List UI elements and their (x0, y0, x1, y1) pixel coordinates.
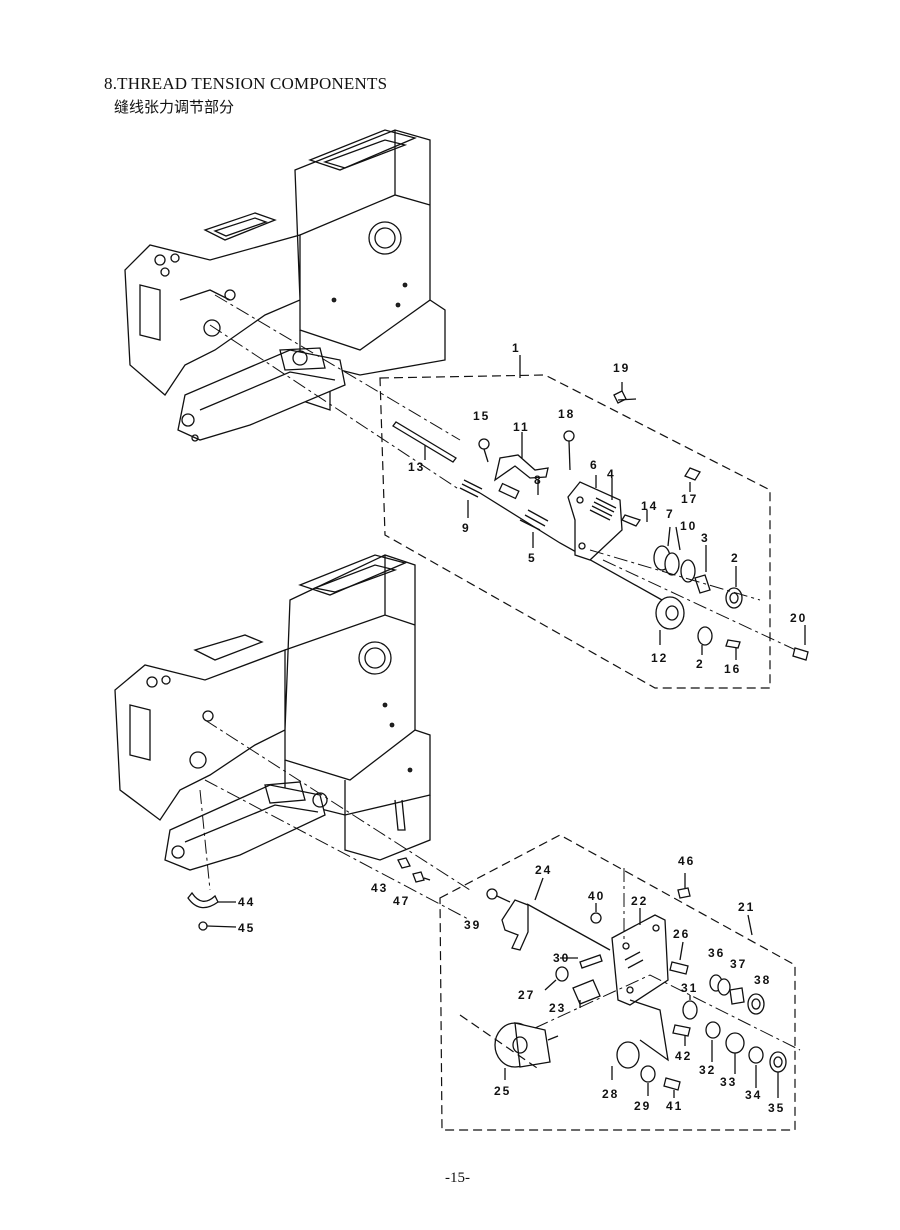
callout-15: 15 (473, 409, 490, 423)
callout-34: 34 (745, 1088, 762, 1102)
callout-41: 41 (666, 1099, 683, 1113)
callout-10: 10 (680, 519, 697, 533)
callout-27: 27 (518, 988, 535, 1002)
callout-labels: 1 19 15 18 11 13 6 4 8 17 14 7 10 9 3 5 … (238, 341, 807, 1115)
callout-11: 11 (513, 420, 530, 434)
callout-37: 37 (730, 957, 747, 971)
callout-39: 39 (464, 918, 481, 932)
callout-17: 17 (681, 492, 698, 506)
callout-3: 3 (701, 531, 710, 545)
callout-35: 35 (768, 1101, 785, 1115)
callout-25: 25 (494, 1084, 511, 1098)
callout-4: 4 (607, 467, 616, 481)
callout-46: 46 (678, 854, 695, 868)
section-title-english: 8.THREAD TENSION COMPONENTS (104, 74, 388, 93)
callout-21: 21 (738, 900, 755, 914)
lower-bracket-parts (187, 891, 237, 931)
callout-7: 7 (666, 507, 675, 521)
callout-24: 24 (535, 863, 552, 877)
callout-8: 8 (534, 473, 543, 487)
section-title-chinese: 缝线张力调节部分 (114, 98, 235, 116)
callout-20: 20 (790, 611, 807, 625)
callout-33: 33 (720, 1075, 737, 1089)
callout-30: 30 (553, 951, 570, 965)
lower-tension-parts (459, 868, 801, 1098)
callout-23: 23 (549, 1001, 566, 1015)
lower-machine-arm (114, 554, 431, 871)
screw-43-47 (397, 857, 431, 883)
callout-2-upper: 2 (731, 551, 740, 565)
callout-31: 31 (681, 981, 698, 995)
callout-5: 5 (528, 551, 537, 565)
upper-assembly-boundary (379, 374, 771, 689)
callout-16: 16 (724, 662, 741, 676)
callout-2-lower: 2 (696, 657, 705, 671)
callout-12: 12 (651, 651, 668, 665)
upper-tension-parts (392, 382, 809, 661)
callout-38: 38 (754, 973, 771, 987)
callout-19: 19 (613, 361, 630, 375)
callout-18: 18 (558, 407, 575, 421)
callout-22: 22 (631, 894, 648, 908)
callout-13: 13 (408, 460, 425, 474)
callout-9: 9 (462, 521, 471, 535)
callout-45: 45 (238, 921, 255, 935)
callout-42: 42 (675, 1049, 692, 1063)
callout-26: 26 (673, 927, 690, 941)
callout-1: 1 (512, 341, 521, 355)
page-number: -15- (445, 1170, 470, 1186)
callout-14: 14 (641, 499, 658, 513)
callout-40: 40 (588, 889, 605, 903)
callout-47: 47 (393, 894, 410, 908)
callout-32: 32 (699, 1063, 716, 1077)
callout-29: 29 (634, 1099, 651, 1113)
callout-28: 28 (602, 1087, 619, 1101)
callout-6: 6 (590, 458, 599, 472)
callout-43: 43 (371, 881, 388, 895)
callout-44: 44 (238, 895, 255, 909)
upper-machine-arm (124, 129, 446, 442)
lower-assembly-boundary (439, 834, 796, 1131)
callout-36: 36 (708, 946, 725, 960)
